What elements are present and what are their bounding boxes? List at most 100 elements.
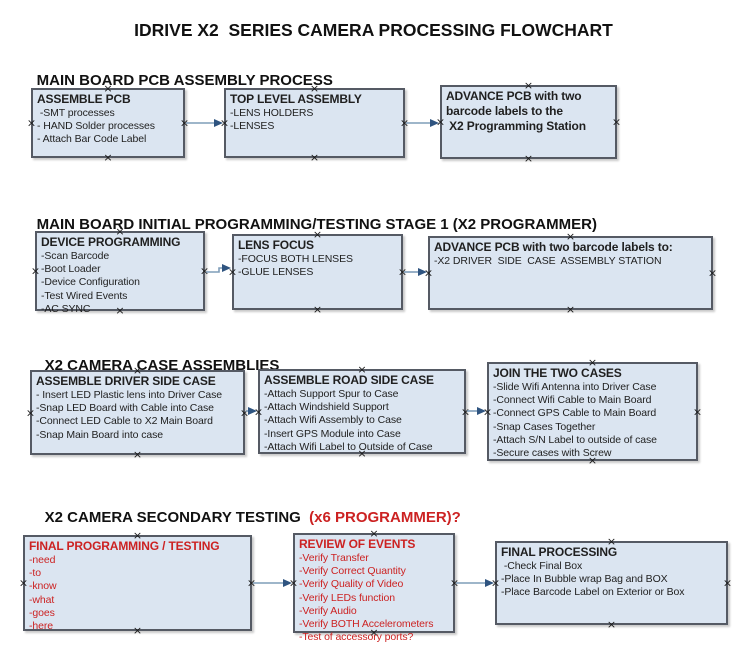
connector-handle-icon: × [26, 116, 37, 130]
flow-box-item: - Attach Bar Code Label [37, 133, 147, 146]
flow-box-items: -LENS HOLDERS-LENSES [230, 107, 399, 133]
connector-handle-icon: × [606, 618, 617, 632]
connector-handle-icon: × [565, 229, 576, 243]
connector-handle-icon: × [309, 81, 320, 95]
connector-handle-icon: × [435, 115, 446, 129]
connector-handle-icon: × [288, 576, 299, 590]
connector-handle-icon: × [357, 362, 367, 376]
flow-box-assemble-driver-side-case: ASSEMBLE DRIVER SIDE CASE- Insert LED Pl… [26, 365, 249, 460]
flow-box-item: -Verify LEDs function [299, 591, 395, 604]
section-heading-text: MAIN BOARD PCB ASSEMBLY PROCESS [36, 72, 333, 89]
connector-handle-icon: × [132, 448, 143, 462]
flow-box-join-the-two-cases: JOIN THE TWO CASES-Slide Wifi Antenna in… [483, 357, 702, 466]
flow-box-item: -need [29, 554, 56, 566]
flow-box-item: -Connect Wifi Cable to Main Board [493, 394, 652, 407]
flow-box-assemble-road-side-case: ASSEMBLE ROAD SIDE CASE-Attach Support S… [254, 364, 470, 459]
flow-box-title: FINAL PROGRAMMING / TESTING [29, 539, 220, 553]
connector-handle-icon: × [199, 264, 210, 278]
flow-box-item: -Secure cases with Screw [493, 447, 612, 460]
connector-handle-icon: × [239, 406, 250, 419]
flow-box-assemble-pcb: ASSEMBLE PCB -SMT processes- HAND Solder… [27, 83, 189, 163]
flow-box-item: -Verify Correct Quantity [299, 565, 406, 578]
flow-box-item: -to [29, 567, 41, 580]
connector-handle-icon: × [587, 454, 598, 468]
flow-box-items: -Scan Barcode-Boot Loader-Device Configu… [41, 250, 199, 316]
flow-box-items: -SMT processes- HAND Solder processes- A… [37, 107, 179, 147]
connector-handle-icon: × [312, 303, 323, 317]
connector-handle-icon: × [449, 576, 460, 590]
connector-handle-icon: × [460, 405, 471, 418]
flow-box-item: -Boot Loader [41, 263, 101, 276]
connector-handle-icon: × [253, 405, 264, 418]
page-title: IDRIVE X2 SERIES CAMERA PROCESSING FLOWC… [134, 20, 613, 40]
connector-handle-icon: × [132, 528, 143, 542]
connector-handle-icon: × [722, 576, 733, 590]
flow-box-item: -Attach Support Spur to Case [264, 388, 399, 400]
flow-box-title: ASSEMBLE PCB [37, 92, 131, 106]
flow-box-final-processing: FINAL PROCESSING -Check Final Box-Place … [491, 536, 732, 630]
flow-box-item: -what [29, 593, 55, 606]
flow-box-item: -LENS HOLDERS [230, 107, 314, 119]
flow-box-item: -here [29, 620, 54, 633]
flow-box-items: -Attach Support Spur to Case-Attach Wind… [264, 388, 460, 454]
connector-handle-icon: × [423, 266, 434, 280]
flow-box-final-programming-testing: FINAL PROGRAMMING / TESTING-need-to-know… [19, 530, 256, 636]
connector-handle-icon: × [490, 576, 501, 590]
flow-box-items: -Verify Transfer-Verify Correct Quantity… [299, 552, 449, 644]
flow-box-items: -FOCUS BOTH LENSES-GLUE LENSES [238, 253, 397, 279]
flow-box-lens-focus: LENS FOCUS-FOCUS BOTH LENSES-GLUE LENSES… [228, 229, 407, 315]
flow-box-items: -Check Final Box-Place In Bubble wrap Ba… [501, 560, 722, 600]
connector-handle-icon: × [523, 78, 534, 92]
flow-box-item: -goes [29, 606, 55, 619]
flow-box-advance-pcb-driver-side: ADVANCE PCB with two barcode labels to:-… [424, 231, 717, 315]
connector-handle-icon: × [565, 303, 576, 317]
flow-box-title: DEVICE PROGRAMMING [41, 235, 181, 249]
connector-handle-icon: × [707, 266, 718, 280]
section-heading-text: MAIN BOARD INITIAL PROGRAMMING/TESTING S… [36, 216, 597, 233]
flow-box-items: -need-to-know-what-goes-here [29, 554, 246, 633]
flow-box-item: -Scan Barcode [41, 250, 110, 262]
flow-box-item: -Test Wired Events [41, 289, 128, 302]
connector-handle-icon: × [369, 526, 379, 540]
flow-box-item: -Insert GPS Module into Case [264, 427, 401, 440]
connector-handle-icon: × [103, 81, 113, 95]
connector-handle-icon: × [309, 151, 320, 165]
flow-box-title: ADVANCE PCB with two barcode labels to: [434, 240, 673, 254]
section-heading-text: X2 CAMERA CASE ASSEMBLIES [44, 357, 280, 374]
connector-handle-icon: × [219, 116, 230, 130]
flow-box-item: -Attach Windshield Support [264, 401, 389, 414]
flow-box-item: -Place In Bubble wrap Bag and BOX [501, 573, 668, 586]
flow-box-items: - Insert LED Plastic lens into Driver Ca… [36, 389, 239, 442]
flow-box-device-programming: DEVICE PROGRAMMING-Scan Barcode-Boot Loa… [31, 226, 209, 316]
flow-box-item: -Verify Quality of Video [299, 578, 404, 591]
connector-handle-icon: × [397, 265, 408, 279]
connector-handle-icon: × [132, 363, 143, 377]
flow-box-item: -Snap LED Board with Cable into Case [36, 402, 214, 415]
connector-handle-icon: × [606, 534, 617, 548]
section-heading-case-assemblies: X2 CAMERA CASE ASSEMBLIES [28, 340, 280, 391]
section-heading-red-text: (x6 PROGRAMMER)? [309, 509, 461, 526]
flow-box-item: -LENSES [230, 120, 275, 133]
connector-handle-icon: × [246, 576, 257, 590]
flow-box-item: -Slide Wifi Antenna into Driver Case [493, 381, 657, 393]
flow-box-item: - Insert LED Plastic lens into Driver Ca… [36, 389, 223, 401]
section-heading-pcb-assembly: MAIN BOARD PCB ASSEMBLY PROCESS [20, 55, 333, 106]
connector-handle-icon: × [357, 447, 367, 461]
connector-handle-icon: × [611, 115, 622, 129]
connector-handle-icon: × [103, 151, 113, 165]
flow-box-review-of-events: REVIEW OF EVENTS-Verify Transfer-Verify … [289, 528, 459, 643]
section-heading-initial-programming: MAIN BOARD INITIAL PROGRAMMING/TESTING S… [20, 199, 597, 250]
connector-handle-icon: × [227, 265, 238, 279]
connector-handle-icon: × [25, 406, 36, 419]
section-heading-text: X2 CAMERA SECONDARY TESTING [44, 509, 310, 526]
flow-box-top-level-assembly: TOP LEVEL ASSEMBLY-LENS HOLDERS-LENSES××… [220, 83, 409, 163]
flow-box-item: -Check Final Box [501, 560, 583, 572]
flow-box-item: -SMT processes [37, 107, 115, 119]
connector-handle-icon: × [179, 116, 190, 130]
section-heading-secondary-testing: X2 CAMERA SECONDARY TESTING (x6 PROGRAMM… [28, 492, 461, 543]
connector-handle-icon: × [30, 264, 41, 278]
flow-box-item: -FOCUS BOTH LENSES [238, 253, 353, 265]
connector-handle-icon: × [115, 224, 125, 238]
